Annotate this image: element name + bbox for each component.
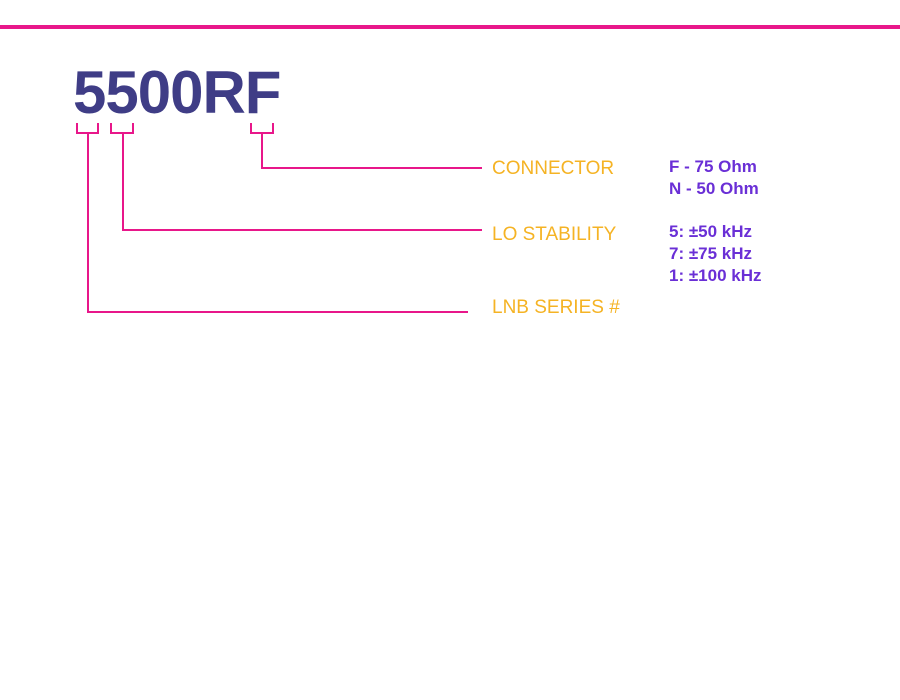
lo-stability-option: 5: ±50 kHz [669, 222, 753, 241]
connector-option: N - 50 Ohm [669, 179, 759, 198]
lo-stability-option: 7: ±75 kHz [669, 244, 753, 263]
lo-stability-options: 5: ±50 kHz 7: ±75 kHz 1: ±100 kHz [669, 221, 762, 287]
lo-stability-label: LO STABILITY [492, 224, 617, 245]
lnb-series-label: LNB SERIES # [492, 297, 620, 318]
bracket-connector [250, 123, 274, 134]
connector-option: F - 75 Ohm [669, 157, 757, 176]
part-number-title: 5500RF [73, 59, 281, 126]
leader-connector [261, 133, 482, 169]
lo-stability-option: 1: ±100 kHz [669, 266, 762, 285]
leader-lo-stability [122, 133, 482, 231]
top-accent-bar [0, 25, 900, 29]
leader-series [87, 133, 468, 313]
connector-label: CONNECTOR [492, 158, 615, 179]
bracket-lo-stability [110, 123, 134, 134]
bracket-series [76, 123, 99, 134]
connector-options: F - 75 Ohm N - 50 Ohm [669, 156, 759, 200]
